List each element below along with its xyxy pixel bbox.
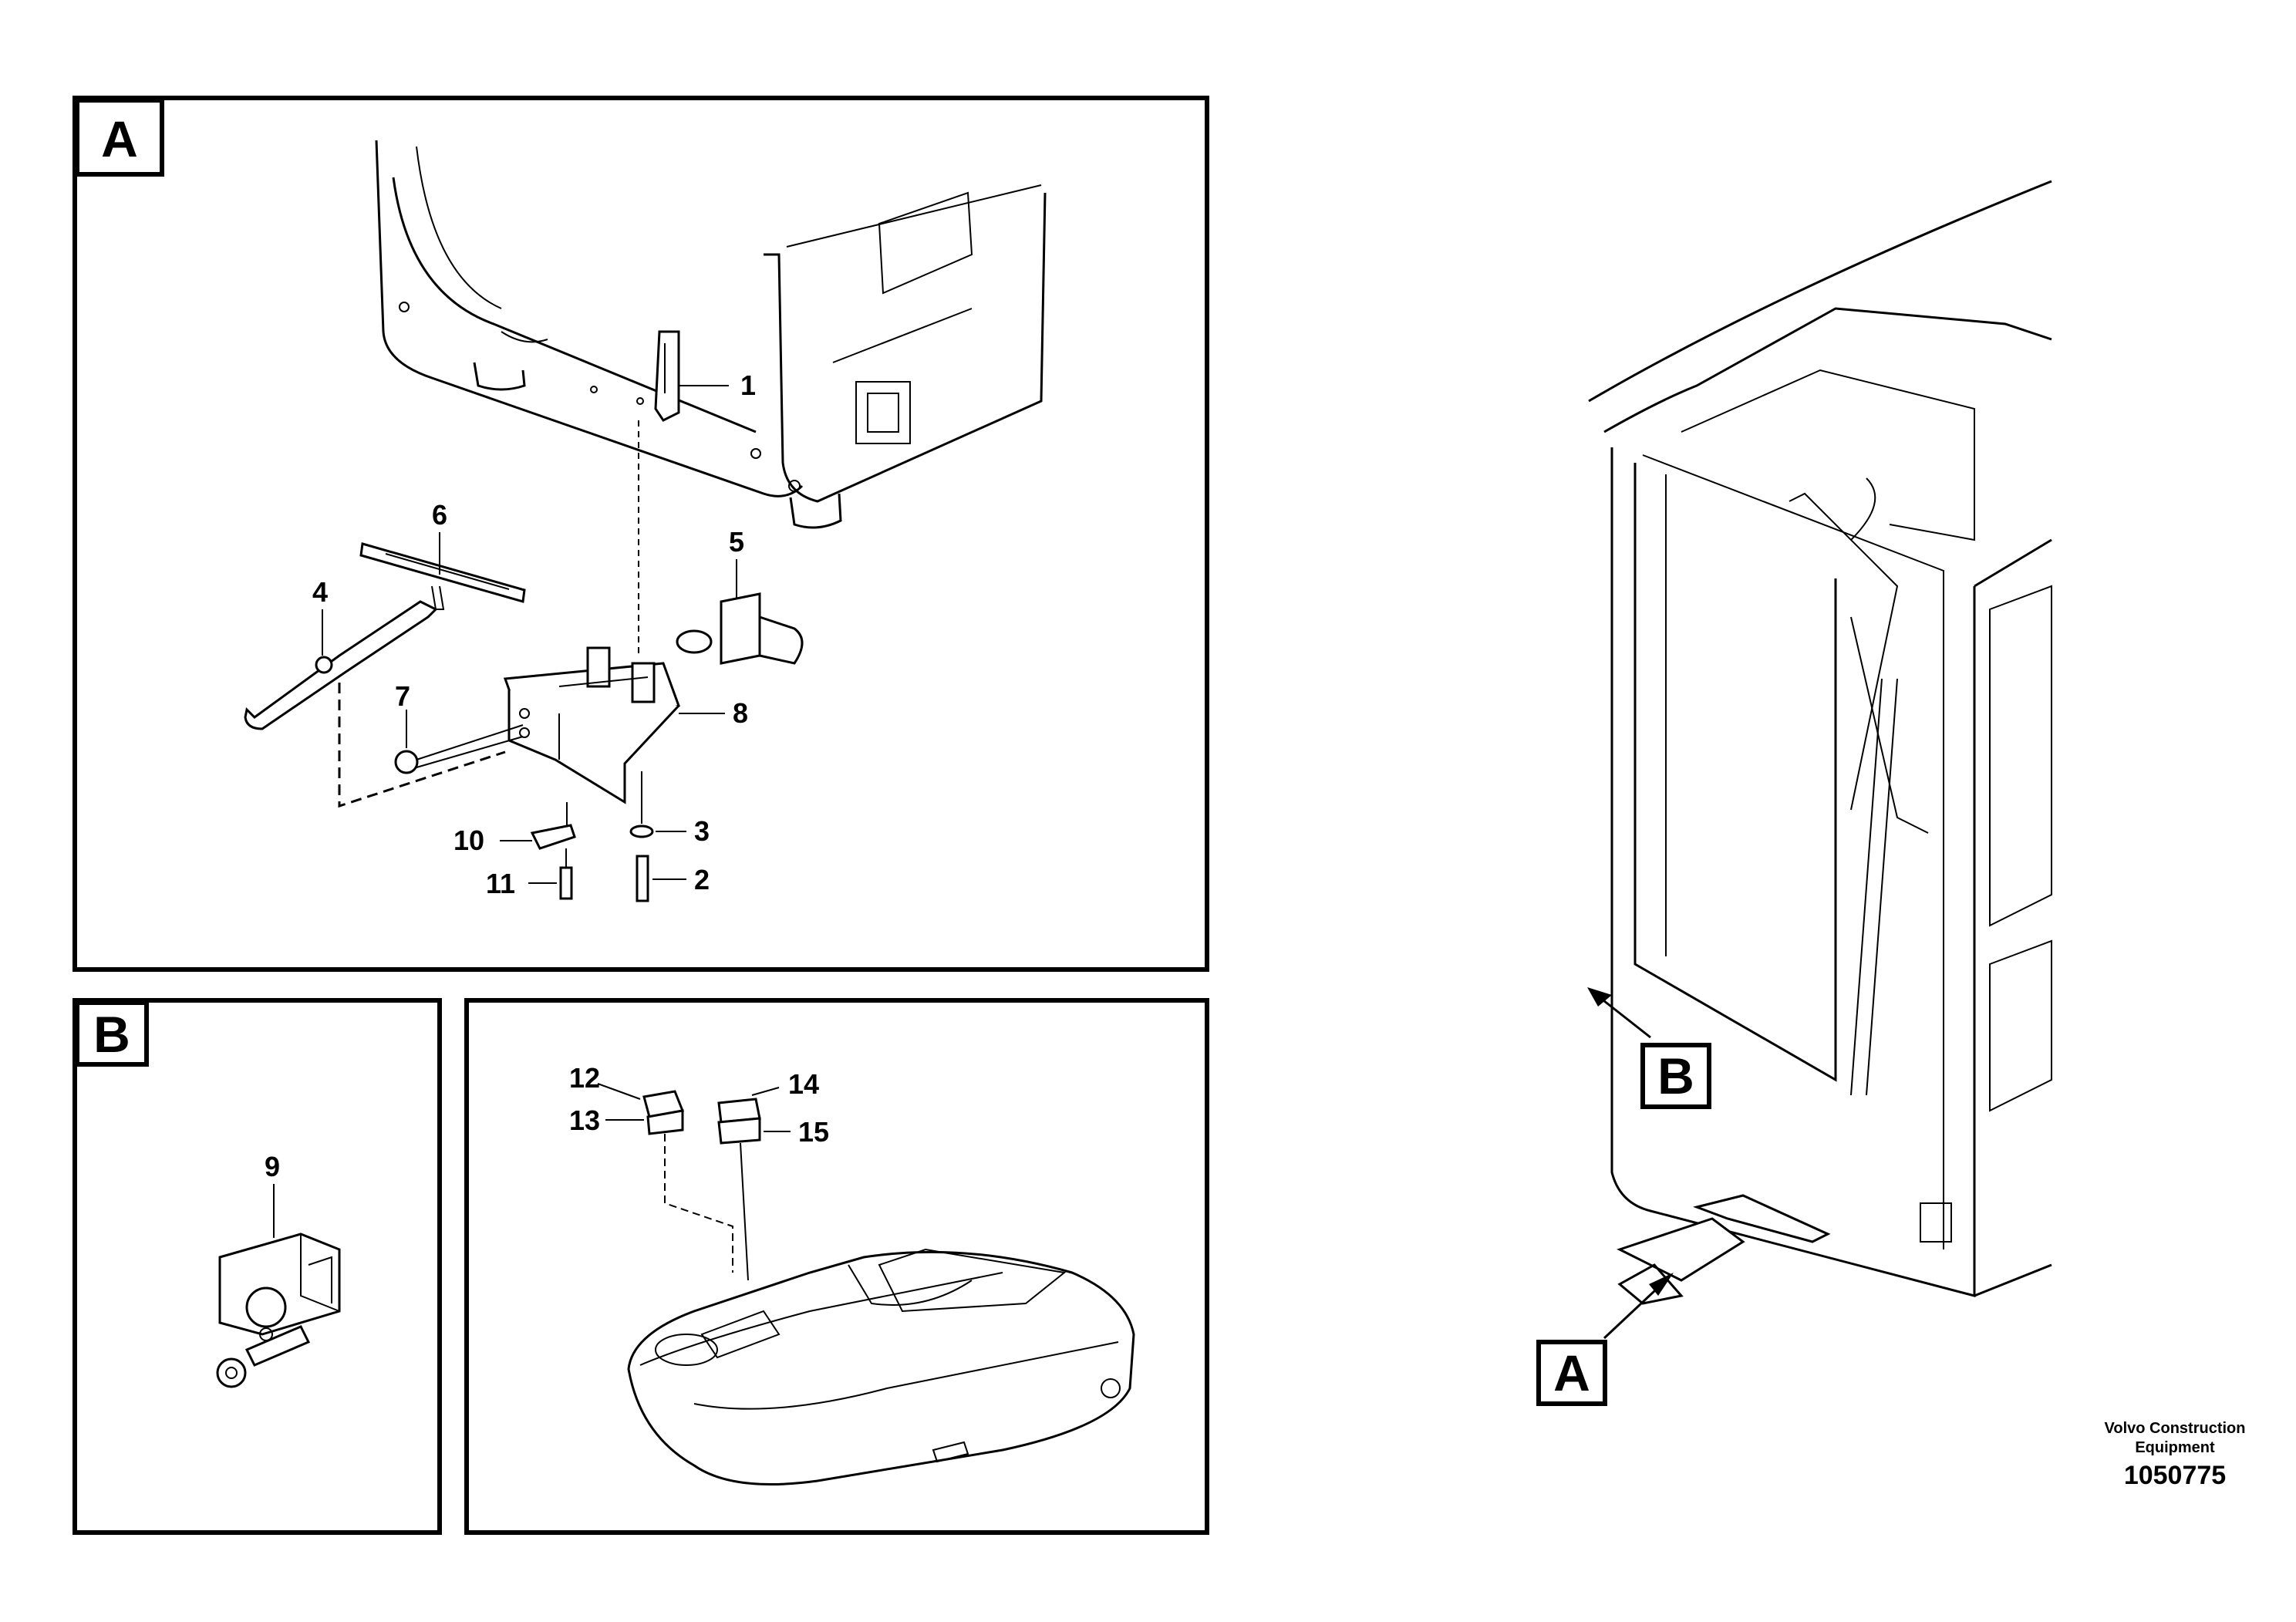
callout-9: 9 <box>265 1151 280 1182</box>
overview-tag-b: B <box>1587 987 1711 1109</box>
callout-14: 14 <box>788 1068 819 1100</box>
overview-label-b: B <box>1657 1047 1694 1104</box>
callout-15: 15 <box>798 1116 829 1148</box>
drawing-number: 1050775 <box>2123 1461 2227 1490</box>
callout-13: 13 <box>569 1104 600 1136</box>
panel-b: B 9 <box>72 998 442 1535</box>
part-5-motor: 5 <box>676 526 804 665</box>
overview-label-a: A <box>1553 1344 1590 1401</box>
panel-switches: 12 13 14 15 <box>464 998 1209 1535</box>
part-12-13-switch: 12 13 <box>569 1062 733 1273</box>
shaft-connection-dashed <box>338 683 506 808</box>
panel-a: A 1 <box>72 96 1209 972</box>
part-11-screw: 11 <box>486 848 573 900</box>
callout-4: 4 <box>312 576 328 608</box>
callout-7: 7 <box>395 680 410 712</box>
callout-3: 3 <box>694 815 710 847</box>
part-10-bushing: 10 <box>453 802 576 856</box>
drawing-footer: Volvo Construction Equipment 1050775 <box>2075 1419 2275 1491</box>
callout-2: 2 <box>694 864 710 895</box>
callout-12: 12 <box>569 1062 600 1094</box>
panel-a-label: A <box>101 110 138 167</box>
part-7-nut: 7 <box>394 680 524 774</box>
part-4-wiper-arm: 4 <box>244 576 438 730</box>
part-14-15-switch: 14 15 <box>717 1068 829 1281</box>
panel-a-tag <box>75 98 164 177</box>
callout-8: 8 <box>733 697 748 729</box>
part-2-screw: 2 <box>636 855 710 902</box>
part-1-bracket: 1 <box>654 330 756 422</box>
callout-6: 6 <box>432 499 447 531</box>
control-console-illustration <box>627 1248 1135 1485</box>
brand-line-2: Equipment <box>2135 1439 2215 1456</box>
overview-tag-a: A <box>1536 1273 1674 1406</box>
panel-b-tag <box>75 1000 149 1067</box>
callout-10: 10 <box>453 824 484 856</box>
cab-lower-illustration <box>375 140 1047 529</box>
callout-1: 1 <box>740 369 756 401</box>
cab-overview-illustration <box>1588 180 2052 1305</box>
panel-b-label: B <box>93 1006 130 1063</box>
callout-11: 11 <box>486 868 515 899</box>
part-3-washer: 3 <box>629 771 710 847</box>
brand-line-1: Volvo Construction <box>2104 1420 2246 1437</box>
callout-5: 5 <box>729 526 744 558</box>
part-9-sensor: 9 <box>216 1151 341 1388</box>
part-8-housing: 8 <box>503 646 748 804</box>
part-6-wiper-blade: 6 <box>359 499 526 610</box>
